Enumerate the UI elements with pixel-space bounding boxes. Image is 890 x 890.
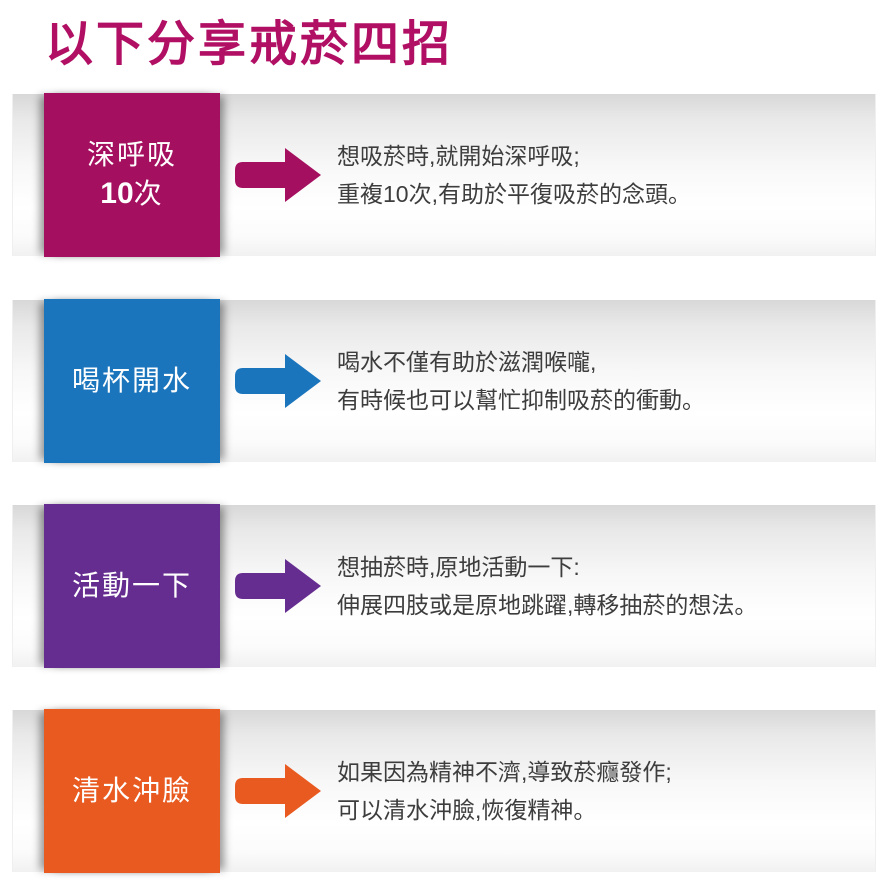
- tip-label-line1: 清水沖臉: [71, 775, 192, 807]
- tip-description-line1: 想吸菸時,就開始深呼吸;: [337, 143, 580, 169]
- tip-row-move-around: 活動一下 想抽菸時,原地活動一下: 伸展四肢或是原地跳躍,轉移抽菸的想法。: [0, 504, 890, 668]
- tip-description-line2: 可以清水沖臉,恢復精神。: [337, 797, 597, 823]
- tip-description: 想抽菸時,原地活動一下: 伸展四肢或是原地跳躍,轉移抽菸的想法。: [337, 548, 757, 624]
- tip-description-line2: 有時候也可以幫忙抑制吸菸的衝動。: [337, 387, 705, 413]
- tip-label-line1: 喝杯開水: [71, 365, 192, 397]
- arrow-right-icon: [233, 145, 323, 205]
- tip-label-box: 活動一下: [44, 504, 220, 668]
- tip-description-line1: 喝水不僅有助於滋潤喉嚨,: [337, 349, 597, 375]
- tip-description-line2: 伸展四肢或是原地跳躍,轉移抽菸的想法。: [337, 592, 758, 618]
- page-title: 以下分享戒菸四招: [45, 18, 454, 71]
- tip-description-line2: 重複10次,有助於平復吸菸的念頭。: [337, 181, 691, 207]
- arrow-right-icon: [233, 761, 323, 821]
- tip-description: 想吸菸時,就開始深呼吸; 重複10次,有助於平復吸菸的念頭。: [337, 137, 691, 213]
- tip-row-rinse-face: 清水沖臉 如果因為精神不濟,導致菸癮發作; 可以清水沖臉,恢復精神。: [0, 709, 890, 873]
- tip-label-box: 清水沖臉: [44, 709, 220, 873]
- tip-description-line1: 如果因為精神不濟,導致菸癮發作;: [337, 759, 672, 785]
- arrow-right-icon: [233, 351, 323, 411]
- tip-row-deep-breathing: 深呼吸 10次 想吸菸時,就開始深呼吸; 重複10次,有助於平復吸菸的念頭。: [0, 93, 890, 257]
- tip-label-line2: 10次: [100, 174, 163, 215]
- tip-label-box: 深呼吸 10次: [44, 93, 220, 257]
- tip-label-unit: 次: [133, 177, 164, 209]
- tip-description: 如果因為精神不濟,導致菸癮發作; 可以清水沖臉,恢復精神。: [337, 753, 672, 829]
- arrow-right-icon: [233, 556, 323, 616]
- tip-description-line1: 想抽菸時,原地活動一下:: [337, 554, 580, 580]
- tip-label-line1: 深呼吸: [86, 138, 177, 170]
- tip-row-drink-water: 喝杯開水 喝水不僅有助於滋潤喉嚨, 有時候也可以幫忙抑制吸菸的衝動。: [0, 299, 890, 463]
- tip-label-box: 喝杯開水: [44, 299, 220, 463]
- tip-label-line1: 活動一下: [71, 570, 192, 602]
- tip-label-number: 10: [100, 176, 134, 210]
- tip-description: 喝水不僅有助於滋潤喉嚨, 有時候也可以幫忙抑制吸菸的衝動。: [337, 343, 705, 419]
